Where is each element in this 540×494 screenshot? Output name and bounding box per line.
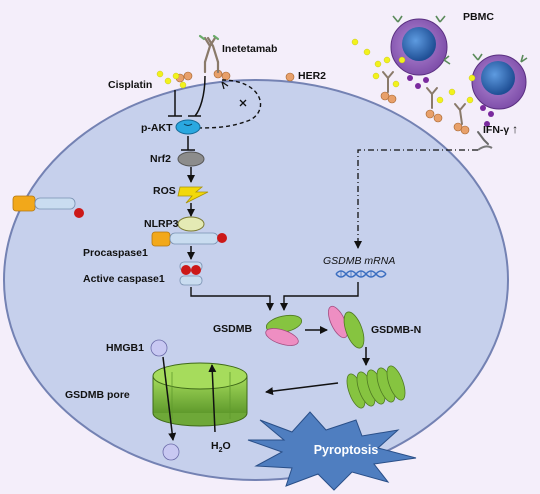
procaspase1-icon: [12, 195, 84, 218]
cisplatin-inhibit: [168, 90, 182, 117]
akt-inhibit-nrf2: [181, 136, 195, 151]
antibody-icon: [382, 71, 489, 145]
antibody-icon: [198, 34, 220, 74]
dna-helix-icon: [335, 270, 387, 278]
nrf2-node: [177, 151, 205, 167]
inhibition-dashed-path: [195, 79, 262, 129]
her2-label: HER2: [298, 70, 327, 82]
ifn-gamma-dots: [407, 75, 494, 127]
hmgb1-ball: [150, 339, 168, 357]
ifn-gamma-label: IFN-γ ↑: [483, 122, 519, 136]
signal-dashdot-path: [354, 149, 478, 249]
cisplatin-label: Cisplatin: [108, 79, 153, 91]
ros-label: ROS: [153, 185, 176, 197]
p-akt-node: [175, 119, 201, 135]
gsdmb-label: GSDMB: [213, 323, 253, 335]
water-label: H2O: [211, 440, 231, 455]
lightning-icon: [177, 186, 209, 204]
active-caspase1-icon: [179, 261, 203, 286]
hmgb1-label: HMGB1: [106, 342, 144, 354]
inetetamab-label: Inetetamab: [222, 43, 278, 55]
gsdmb-pore-label: GSDMB pore: [65, 389, 130, 401]
active-caspase1-label: Active caspase1: [83, 273, 165, 285]
gsdmb-icon: [265, 314, 303, 346]
nlrp3-node: [177, 216, 205, 232]
hmgb1-ball-released: [162, 443, 180, 461]
gsdmb-mrna-label: GSDMB mRNA: [323, 255, 396, 267]
x-mark: [239, 99, 247, 107]
pbmc-cell-icon: [471, 53, 528, 110]
gsdmb-n-icon: [328, 305, 365, 349]
gsdmb-oligomer-icon: [346, 365, 406, 409]
tumor-cell: [3, 79, 509, 481]
pbmc-cell-icon: [390, 15, 451, 76]
pyroptosis-label: Pyroptosis: [313, 443, 379, 457]
her2-receptor-icon: [175, 69, 470, 135]
procaspase1-label: Procaspase1: [83, 247, 148, 259]
up-arrow-icon: ↑: [512, 122, 519, 136]
gsdmb-n-label: GSDMB-N: [371, 324, 422, 336]
burst-icon: [247, 411, 417, 491]
pbmc-label: PBMC: [463, 11, 494, 23]
nrf2-label: Nrf2: [150, 153, 172, 165]
nlrp3-label: NLRP3: [144, 218, 179, 230]
p-akt-label: p-AKT: [141, 122, 173, 134]
procaspase1-icon: [151, 231, 227, 247]
